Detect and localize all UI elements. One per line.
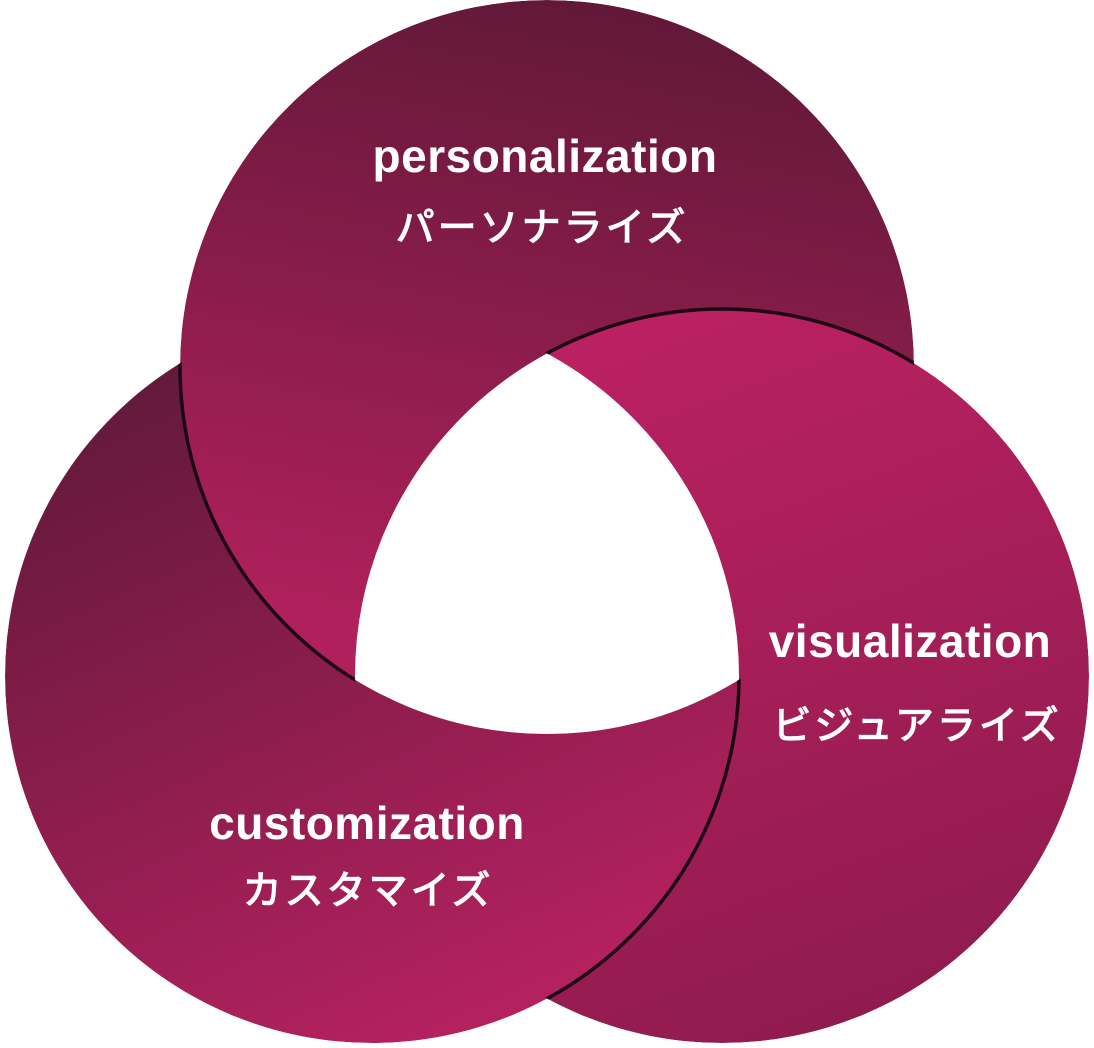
personalization-label-ja: パーソナライズ bbox=[396, 207, 689, 250]
customization-label-en: customization bbox=[209, 797, 525, 849]
center-white-block bbox=[416, 535, 710, 623]
segment-seam-lines bbox=[3, 0, 1091, 1045]
customization-segment bbox=[5, 309, 739, 1043]
personalization-label-en: personalization bbox=[373, 130, 718, 182]
customization-label-ja: カスタマイズ bbox=[243, 870, 494, 913]
visualization-label-en: visualization bbox=[769, 615, 1052, 667]
visualization-label-ja: ビジュアライズ bbox=[772, 705, 1061, 748]
